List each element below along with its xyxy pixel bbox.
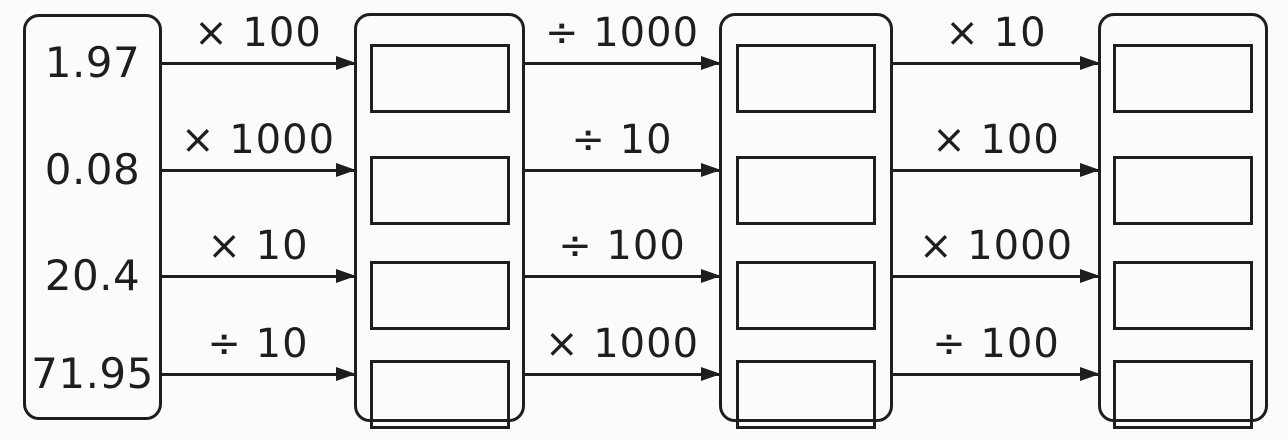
op-label-stage1-row1: × 100	[194, 10, 322, 56]
answer-box-stage3-row1[interactable]	[1113, 44, 1253, 113]
arrow-stage3-row1	[893, 56, 1100, 70]
answer-box-stage3-row3[interactable]	[1113, 261, 1253, 330]
arrowhead-icon	[336, 163, 356, 177]
arrow-stage1-row4	[162, 367, 356, 381]
arrowhead-icon	[1080, 367, 1100, 381]
source-value-2: 0.08	[44, 145, 141, 194]
answer-box-stage2-row4[interactable]	[736, 360, 876, 429]
op-label-stage3-row4: ÷ 100	[932, 321, 1060, 367]
arrow-stage3-row4	[893, 367, 1100, 381]
answer-box-stage1-row1[interactable]	[369, 44, 510, 113]
answer-box-stage2-row3[interactable]	[736, 261, 876, 330]
arrowhead-icon	[701, 269, 721, 283]
answer-panel-2	[719, 13, 893, 429]
arrow-stage2-row3	[525, 269, 721, 283]
answer-panel-3	[1098, 13, 1268, 429]
answer-box-stage2-row1[interactable]	[736, 44, 876, 113]
op-label-stage2-row4: × 1000	[544, 321, 700, 367]
arrowhead-icon	[701, 56, 721, 70]
op-label-stage2-row1: ÷ 1000	[544, 10, 700, 56]
op-label-stage3-row1: × 10	[945, 10, 1047, 56]
arrowhead-icon	[1080, 163, 1100, 177]
source-value-1: 1.97	[44, 38, 141, 87]
source-panel	[23, 14, 162, 420]
op-label-stage3-row3: × 1000	[918, 223, 1074, 269]
op-label-stage2-row3: ÷ 100	[558, 223, 686, 269]
op-label-stage1-row3: × 10	[207, 223, 309, 269]
op-label-stage1-row4: ÷ 10	[207, 321, 309, 367]
answer-box-stage2-row2[interactable]	[736, 156, 876, 225]
source-value-3: 20.4	[44, 251, 141, 300]
arrowhead-icon	[1080, 56, 1100, 70]
arrow-stage3-row3	[893, 269, 1100, 283]
op-label-stage2-row2: ÷ 10	[571, 117, 673, 163]
answer-box-stage1-row2[interactable]	[369, 156, 510, 225]
answer-box-stage3-row4[interactable]	[1113, 360, 1253, 429]
answer-panel-1	[354, 13, 525, 429]
arrow-stage1-row1	[162, 56, 356, 70]
arrowhead-icon	[1080, 269, 1100, 283]
answer-box-stage1-row3[interactable]	[369, 261, 510, 330]
arrowhead-icon	[701, 163, 721, 177]
arrow-stage2-row1	[525, 56, 721, 70]
arrowhead-icon	[701, 367, 721, 381]
source-value-4: 71.95	[31, 349, 154, 398]
arrowhead-icon	[336, 367, 356, 381]
arrow-stage3-row2	[893, 163, 1100, 177]
answer-box-stage3-row2[interactable]	[1113, 156, 1253, 225]
answer-box-stage1-row4[interactable]	[369, 360, 510, 429]
arrow-stage2-row4	[525, 367, 721, 381]
arrow-stage2-row2	[525, 163, 721, 177]
arrowhead-icon	[336, 269, 356, 283]
op-label-stage1-row2: × 1000	[180, 117, 336, 163]
arrow-stage1-row2	[162, 163, 356, 177]
arrowhead-icon	[336, 56, 356, 70]
arrow-stage1-row3	[162, 269, 356, 283]
op-label-stage3-row2: × 100	[932, 117, 1060, 163]
